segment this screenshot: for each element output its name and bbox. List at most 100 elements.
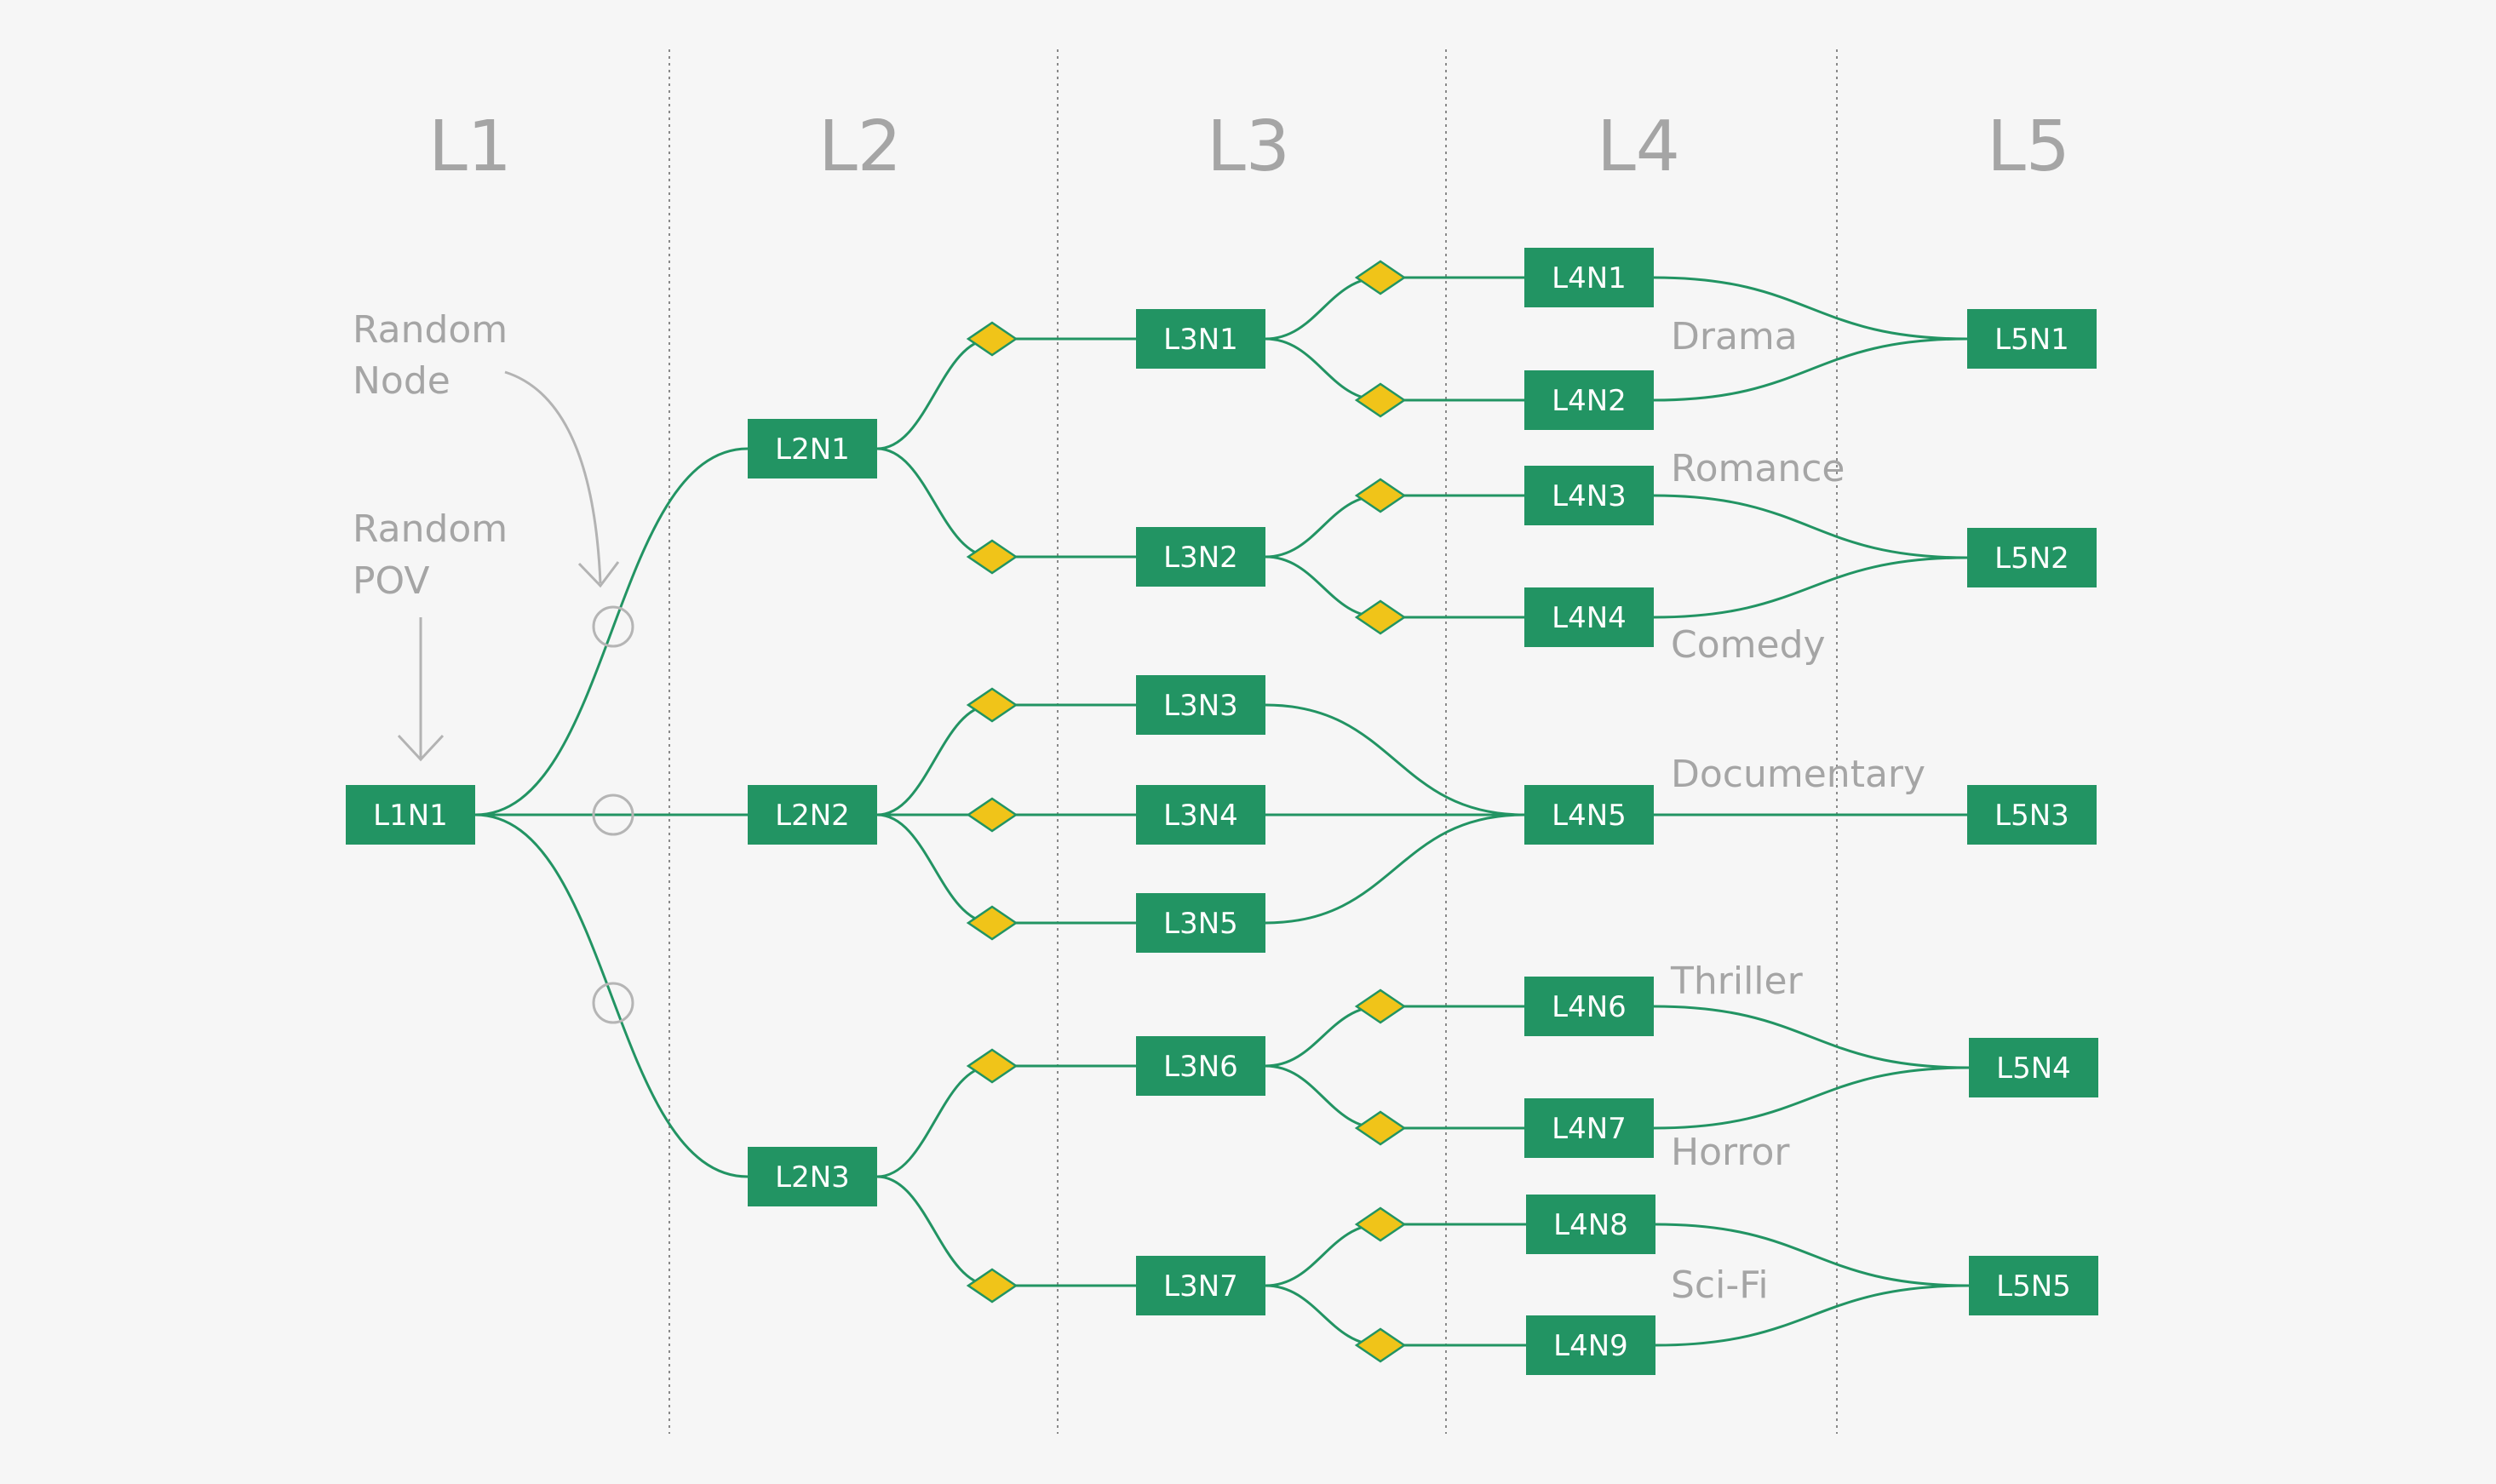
node-l5n4[interactable]: L5N4 — [1969, 1038, 2098, 1097]
level-header-l5: L5 — [1987, 106, 2070, 187]
level-header-l1: L1 — [428, 106, 512, 187]
node-label: L3N2 — [1163, 541, 1238, 575]
decision-diamond-icon — [966, 1268, 1018, 1304]
node-box — [1524, 466, 1654, 525]
node-l3n5[interactable]: L3N5 — [1136, 893, 1265, 953]
level-header-l3: L3 — [1207, 106, 1290, 187]
edge-l2n3-l3n6 — [876, 1064, 1136, 1178]
node-l4n9[interactable]: L4N9 — [1526, 1315, 1655, 1375]
edge-l4n3-l5n2 — [1653, 494, 1968, 559]
genre-label-romance: Romance — [1671, 447, 1845, 490]
node-l4n1[interactable]: L4N1 — [1524, 248, 1654, 307]
edge-l2n2-l3n5 — [876, 813, 1136, 925]
node-l5n2[interactable]: L5N2 — [1967, 528, 2097, 587]
node-box — [748, 785, 877, 845]
node-box — [1524, 1098, 1654, 1158]
random-node-label-line1: Random — [353, 308, 508, 352]
node-label: L4N9 — [1553, 1329, 1628, 1363]
decision-diamond-icon — [1354, 1206, 1407, 1242]
node-l3n3[interactable]: L3N3 — [1136, 675, 1265, 735]
random-node-arrowhead-icon — [577, 561, 620, 588]
decision-diamond-icon — [966, 797, 1018, 833]
genre-labels: Drama Romance Comedy Documentary Thrille… — [1670, 315, 1925, 1307]
edge-l4n1-l5n1 — [1653, 276, 1968, 341]
decision-diamond-icon — [1354, 599, 1407, 635]
random-point-circle-icon — [592, 605, 634, 648]
node-label: L4N2 — [1552, 384, 1627, 418]
node-box — [1136, 1036, 1265, 1096]
decision-diamond-icon — [1354, 988, 1407, 1024]
edge-l3n6-l4n7 — [1265, 1064, 1524, 1130]
node-label: L2N2 — [775, 799, 850, 833]
edge-l3n3-l4n5 — [1265, 703, 1525, 816]
node-l4n5[interactable]: L4N5 — [1524, 785, 1654, 845]
node-box — [1967, 309, 2097, 369]
edge-l2n1-l3n2 — [876, 447, 1136, 559]
decision-diamond-icon — [1354, 1327, 1407, 1363]
decision-diamond-icon — [966, 905, 1018, 941]
edge-l4n6-l5n4 — [1653, 1005, 1970, 1069]
node-l4n4[interactable]: L4N4 — [1524, 587, 1654, 647]
node-l2n3[interactable]: L2N3 — [748, 1147, 877, 1206]
node-box — [748, 1147, 877, 1206]
node-box — [1136, 675, 1265, 735]
node-box — [1524, 785, 1654, 845]
decision-diamond-icon — [966, 321, 1018, 357]
level-header-l2: L2 — [818, 106, 902, 187]
edge-l4n2-l5n1 — [1653, 337, 1968, 402]
node-label: L1N1 — [373, 799, 448, 833]
random-point-circle-icon — [592, 982, 634, 1024]
random-pov-arrowhead-icon — [397, 734, 445, 762]
node-box — [1524, 248, 1654, 307]
node-box — [1967, 785, 2097, 845]
node-label: L4N3 — [1552, 479, 1627, 513]
node-label: L5N5 — [1996, 1269, 2071, 1304]
level-header-l4: L4 — [1597, 106, 1680, 187]
node-label: L3N3 — [1163, 689, 1238, 723]
random-pov-annotation: Random POV — [353, 507, 508, 762]
edge-l4n9-l5n5 — [1655, 1284, 1970, 1347]
node-l3n2[interactable]: L3N2 — [1136, 527, 1265, 587]
node-l5n1[interactable]: L5N1 — [1967, 309, 2097, 369]
node-l4n7[interactable]: L4N7 — [1524, 1098, 1654, 1158]
edge-l1n1-l2n1 — [474, 447, 749, 816]
node-l4n3[interactable]: L4N3 — [1524, 466, 1654, 525]
node-l2n1[interactable]: L2N1 — [748, 419, 877, 478]
node-l2n2[interactable]: L2N2 — [748, 785, 877, 845]
genre-label-thriller: Thriller — [1670, 960, 1804, 1003]
node-label: L3N1 — [1163, 323, 1238, 357]
edge-l4n7-l5n4 — [1653, 1066, 1970, 1130]
node-label: L5N2 — [1994, 541, 2069, 576]
edge-l3n7-l4n8 — [1265, 1223, 1526, 1287]
node-box — [748, 419, 877, 478]
node-box — [1526, 1315, 1655, 1375]
node-label: L2N1 — [775, 433, 850, 467]
node-label: L4N7 — [1552, 1112, 1627, 1146]
decision-diamond-icon — [1354, 260, 1407, 295]
node-l3n7[interactable]: L3N7 — [1136, 1256, 1265, 1315]
decision-diamond-icon — [966, 539, 1018, 575]
decision-diamond-icon — [966, 687, 1018, 723]
node-l3n1[interactable]: L3N1 — [1136, 309, 1265, 369]
node-l5n5[interactable]: L5N5 — [1969, 1256, 2098, 1315]
node-label: L3N7 — [1163, 1269, 1238, 1304]
edge-l3n6-l4n6 — [1265, 1005, 1524, 1068]
decision-diamond-icon — [1354, 478, 1407, 513]
node-l3n6[interactable]: L3N6 — [1136, 1036, 1265, 1096]
node-l4n2[interactable]: L4N2 — [1524, 370, 1654, 430]
node-box — [1524, 977, 1654, 1036]
node-box — [346, 785, 475, 845]
node-box — [1969, 1038, 2098, 1097]
node-l3n4[interactable]: L3N4 — [1136, 785, 1265, 845]
node-label: L3N4 — [1163, 799, 1238, 833]
node-l1n1[interactable]: L1N1 — [346, 785, 475, 845]
node-l4n8[interactable]: L4N8 — [1526, 1195, 1655, 1254]
node-label: L3N6 — [1163, 1050, 1238, 1084]
node-box — [1136, 309, 1265, 369]
decision-diamond-icon — [966, 1048, 1018, 1084]
node-l5n3[interactable]: L5N3 — [1967, 785, 2097, 845]
node-box — [1136, 527, 1265, 587]
node-l4n6[interactable]: L4N6 — [1524, 977, 1654, 1036]
